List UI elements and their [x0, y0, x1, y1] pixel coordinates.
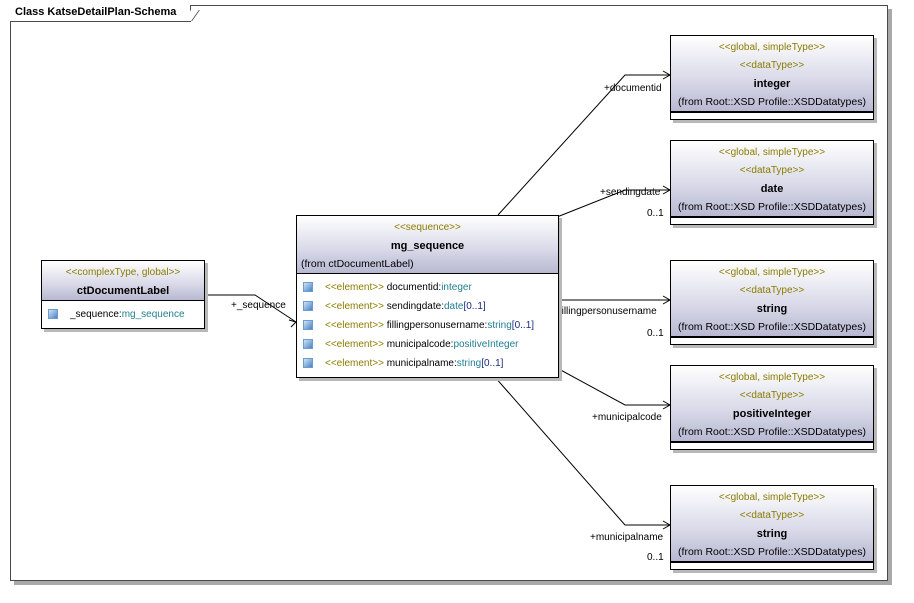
attribute-compartment [671, 217, 873, 224]
diagram-frame-title: Class KatseDetailPlan-Schema [10, 5, 192, 22]
attribute-row[interactable]: <<element>> fillingpersonusername:string… [297, 316, 558, 335]
stereotype-label: <<complexType, global>> [65, 267, 181, 278]
stereotype-label: <<global, simpleType>> [718, 372, 826, 383]
class-positiveinteger[interactable]: <<global, simpleType>> <<dataType>> posi… [670, 365, 874, 450]
attribute-stereotype: <<element>> [325, 339, 384, 350]
class-header: <<global, simpleType>> <<dataType>> stri… [671, 261, 873, 337]
class-header: <<global, simpleType>> <<dataType>> stri… [671, 486, 873, 562]
class-origin: (from Root::XSD Profile::XSDDatatypes) [678, 426, 866, 438]
attribute-row[interactable]: <<element>> municipalname:string[0..1] [297, 354, 558, 373]
attribute-row[interactable]: <<element>> documentid:integer [297, 278, 558, 297]
class-header: <<global, simpleType>> <<dataType>> date… [671, 141, 873, 217]
attribute-stereotype: <<element>> [325, 301, 384, 312]
attribute-type: date [444, 301, 464, 312]
attribute-icon [303, 301, 313, 311]
attribute-type: integer [441, 282, 472, 293]
attribute-stereotype: <<element>> [325, 282, 384, 293]
role-sendingdate-label: +sendingdate [600, 187, 661, 198]
class-name: string [756, 303, 788, 315]
stereotype-label: <<dataType>> [739, 285, 805, 296]
class-header: <<global, simpleType>> <<dataType>> inte… [671, 36, 873, 112]
attribute-stereotype: <<element>> [325, 358, 384, 369]
connector-documentid [497, 74, 670, 216]
attribute-type: positiveInteger [453, 339, 519, 350]
attribute-stereotype: <<element>> [325, 320, 384, 331]
attribute-compartment [671, 442, 873, 449]
connector-sequence [204, 294, 297, 323]
attribute-name: fillingpersonusername: [386, 320, 488, 331]
stereotype-label: <<dataType>> [739, 390, 805, 401]
role-municipalcode-label: +municipalcode [592, 412, 662, 423]
class-string[interactable]: <<global, simpleType>> <<dataType>> stri… [670, 260, 874, 345]
attribute-list: _sequence:mg_sequence [42, 301, 204, 328]
role-municipalname-label: +municipalname [590, 532, 664, 543]
class-string-2[interactable]: <<global, simpleType>> <<dataType>> stri… [670, 485, 874, 570]
stereotype-label: <<sequence>> [394, 222, 461, 233]
role-sequence-label: +_sequence [231, 300, 286, 311]
class-header: <<sequence>> mg_sequence (from ctDocumen… [297, 216, 558, 274]
class-name: date [760, 183, 784, 195]
class-name: mg_sequence [390, 240, 465, 252]
attribute-type: mg_sequence [121, 309, 185, 320]
attribute-type: string [456, 358, 482, 369]
class-header: <<global, simpleType>> <<dataType>> posi… [671, 366, 873, 442]
mult-sendingdate-label: 0..1 [647, 208, 664, 219]
attribute-multiplicity: [0..1] [463, 301, 486, 312]
class-origin: (from Root::XSD Profile::XSDDatatypes) [678, 201, 866, 213]
class-name: string [756, 528, 788, 540]
class-origin: (from Root::XSD Profile::XSDDatatypes) [678, 321, 866, 333]
connector-municipalname [493, 375, 670, 526]
attribute-list: <<element>> documentid:integer <<element… [297, 274, 558, 377]
class-date[interactable]: <<global, simpleType>> <<dataType>> date… [670, 140, 874, 225]
attribute-name: sendingdate: [386, 301, 444, 312]
connector-municipalcode [556, 367, 670, 406]
attribute-row[interactable]: _sequence:mg_sequence [42, 305, 204, 324]
class-name: positiveInteger [732, 408, 812, 420]
stereotype-label: <<dataType>> [739, 165, 805, 176]
attribute-multiplicity: [0..1] [511, 320, 535, 331]
class-ctdocumentlabel[interactable]: <<complexType, global>> ctDocumentLabel … [41, 260, 205, 329]
attribute-name: municipalname: [386, 358, 457, 369]
stereotype-label: <<global, simpleType>> [718, 42, 826, 53]
attribute-icon [303, 282, 313, 292]
stereotype-label: <<global, simpleType>> [718, 267, 826, 278]
attribute-icon [303, 358, 313, 368]
stereotype-label: <<dataType>> [739, 510, 805, 521]
connector-sendingdate [556, 189, 670, 218]
attribute-multiplicity: [0..1] [481, 358, 504, 369]
attribute-compartment [671, 562, 873, 569]
attribute-name: _sequence: [70, 309, 122, 320]
attribute-icon [303, 320, 313, 330]
attribute-name: municipalcode: [386, 339, 454, 350]
class-header: <<complexType, global>> ctDocumentLabel [42, 261, 204, 301]
role-fillingpersonusername-label: +fillingpersonusername [553, 306, 657, 317]
class-name: integer [753, 78, 791, 90]
attribute-name: documentid: [386, 282, 442, 293]
mult-municipalname-label: 0..1 [647, 552, 664, 563]
role-documentid-label: +documentid [604, 83, 662, 94]
class-mg-sequence[interactable]: <<sequence>> mg_sequence (from ctDocumen… [296, 215, 559, 378]
attribute-row[interactable]: <<element>> municipalcode:positiveIntege… [297, 335, 558, 354]
attribute-compartment [671, 112, 873, 119]
attribute-icon [48, 309, 58, 319]
attribute-row[interactable]: <<element>> sendingdate:date[0..1] [297, 297, 558, 316]
class-name: ctDocumentLabel [76, 285, 170, 297]
class-origin: (from Root::XSD Profile::XSDDatatypes) [678, 546, 866, 558]
attribute-type: string [487, 320, 512, 331]
attribute-icon [303, 339, 313, 349]
attribute-compartment [671, 337, 873, 344]
stereotype-label: <<global, simpleType>> [718, 147, 826, 158]
class-origin: (from ctDocumentLabel) [301, 258, 414, 270]
mult-fillingpersonusername-label: 0..1 [647, 328, 664, 339]
stereotype-label: <<dataType>> [739, 60, 805, 71]
stereotype-label: <<global, simpleType>> [718, 492, 826, 503]
class-integer[interactable]: <<global, simpleType>> <<dataType>> inte… [670, 35, 874, 120]
class-origin: (from Root::XSD Profile::XSDDatatypes) [678, 96, 866, 108]
